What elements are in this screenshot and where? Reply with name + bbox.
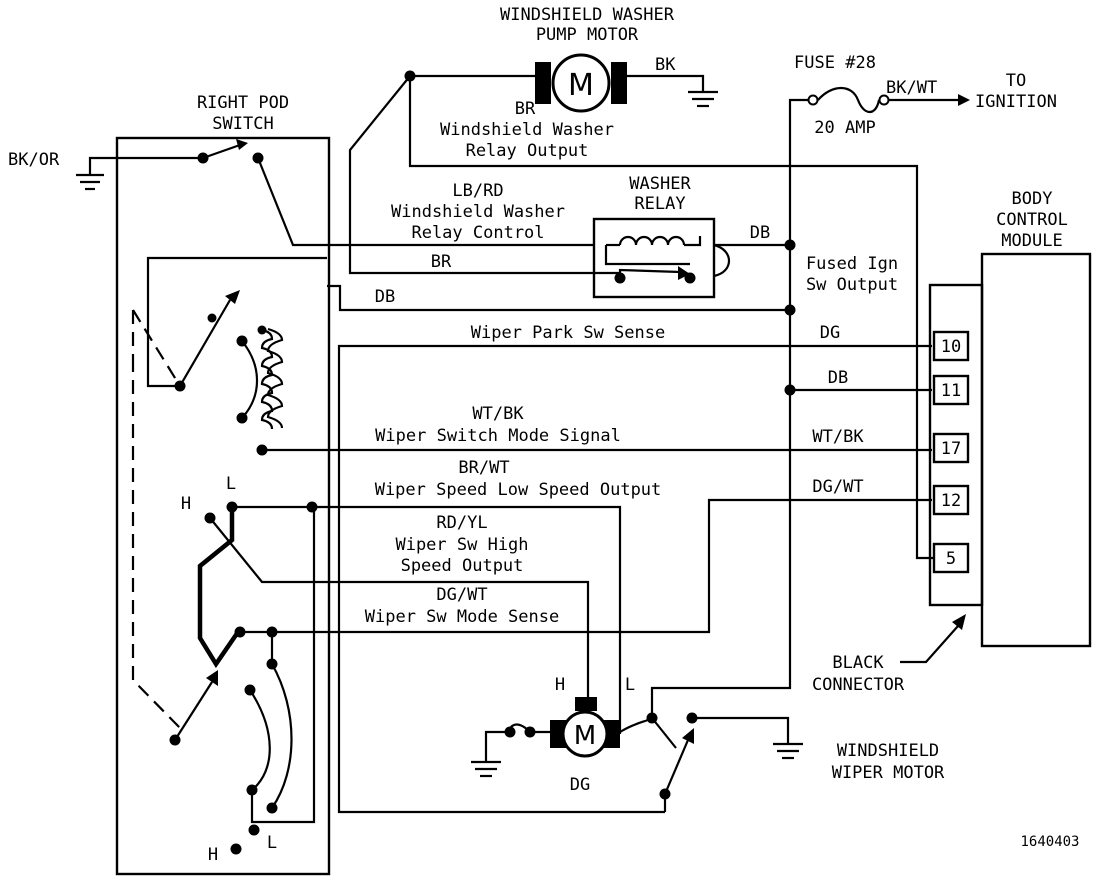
bcm-title-2: CONTROL <box>996 210 1068 230</box>
ground-icon <box>773 742 803 760</box>
mode-signal-label: Wiper Switch Mode Signal <box>375 426 621 446</box>
low-speed-label: Wiper Speed Low Speed Output <box>375 480 662 500</box>
figure-id: 1640403 <box>1020 834 1079 850</box>
mode-sense-label: Wiper Sw Mode Sense <box>365 607 559 627</box>
motor-icon: M <box>574 721 596 751</box>
mode-sense-wire-label: DG/WT <box>436 585 487 605</box>
connector-pins <box>932 330 970 574</box>
black-connector <box>928 283 984 607</box>
pin-12: 12 <box>941 491 961 511</box>
wiper-motor-label-2: WIPER MOTOR <box>832 763 945 783</box>
fuse-icon <box>807 86 890 114</box>
db-relay-label: DB <box>750 223 770 243</box>
black-connector-label-2: CONNECTOR <box>812 675 905 695</box>
motor-icon: M <box>568 68 594 103</box>
relay-output-wire-label: BR <box>515 99 536 119</box>
mode-signal-wire-label: WT/BK <box>472 404 524 424</box>
washer-pump-title-1: WINDSHIELD WASHER <box>500 5 675 25</box>
pin-11: 11 <box>941 381 961 401</box>
relay-control-label-1: Windshield Washer <box>391 202 565 222</box>
h-bottom-label: H <box>208 845 218 865</box>
wiper-motor: M <box>550 697 620 758</box>
fuse-rating: 20 AMP <box>814 118 875 138</box>
relay-coil-icon <box>606 235 702 247</box>
pin-5: 5 <box>946 549 956 569</box>
bcm-box <box>980 252 1092 648</box>
washer-relay-title-1: WASHER <box>629 174 691 194</box>
to-ignition-2: IGNITION <box>975 92 1057 112</box>
black-connector-label-1: BLACK <box>832 653 884 673</box>
br-return-label: BR <box>431 252 452 272</box>
washer-relay-box <box>592 217 716 299</box>
ground-icon <box>471 760 501 778</box>
l-upper-label: L <box>226 474 236 494</box>
high-speed-wire-label: RD/YL <box>436 513 487 533</box>
bcm-title-3: MODULE <box>1001 231 1062 251</box>
h-motor-label: H <box>555 675 565 695</box>
right-pod-title-1: RIGHT POD <box>197 93 289 113</box>
wiper-park-label: Wiper Park Sw Sense <box>471 323 665 343</box>
pin-17: 17 <box>941 439 961 459</box>
pump-ground-wire-label: BK <box>655 55 676 75</box>
fused-ign-label-1: Fused Ign <box>806 254 898 274</box>
ignition-wire-label: BK/WT <box>886 78 937 98</box>
dg-wt-pin12-label: DG/WT <box>812 477 863 497</box>
washer-pump-title-2: PUMP MOTOR <box>536 25 639 45</box>
wiper-motor-label-1: WINDSHIELD <box>837 741 939 761</box>
l-motor-label: L <box>625 675 635 695</box>
db-lower-label: DB <box>375 287 395 307</box>
pin-10: 10 <box>941 337 961 357</box>
high-speed-label-1: Wiper Sw High <box>395 535 528 555</box>
ground-icon <box>76 173 104 191</box>
washer-relay-title-2: RELAY <box>634 194 685 214</box>
fused-ign-label-2: Sw Output <box>806 275 898 295</box>
low-speed-wire-label: BR/WT <box>458 458 509 478</box>
bcm-title-1: BODY <box>1012 189 1053 209</box>
ground-icon <box>688 90 718 108</box>
to-ignition-1: TO <box>1006 71 1026 91</box>
db-pin11-label: DB <box>828 368 848 388</box>
wt-bk-pin17-label: WT/BK <box>812 427 864 447</box>
right-pod-title-2: SWITCH <box>212 114 273 134</box>
fuse-title: FUSE #28 <box>794 53 876 73</box>
ground-wire-left-label: BK/OR <box>8 150 60 170</box>
dg-motor-label: DG <box>570 775 590 795</box>
relay-control-wire-label: LB/RD <box>452 181 503 201</box>
high-speed-label-2: Speed Output <box>401 556 524 576</box>
dg-park-label: DG <box>820 323 840 343</box>
relay-output-label-2: Relay Output <box>466 141 589 161</box>
h-upper-label: H <box>181 494 191 514</box>
relay-control-label-2: Relay Control <box>411 223 544 243</box>
washer-pump-motor: M <box>535 53 627 113</box>
l-bottom-label: L <box>267 833 277 853</box>
relay-output-label-1: Windshield Washer <box>440 120 614 140</box>
